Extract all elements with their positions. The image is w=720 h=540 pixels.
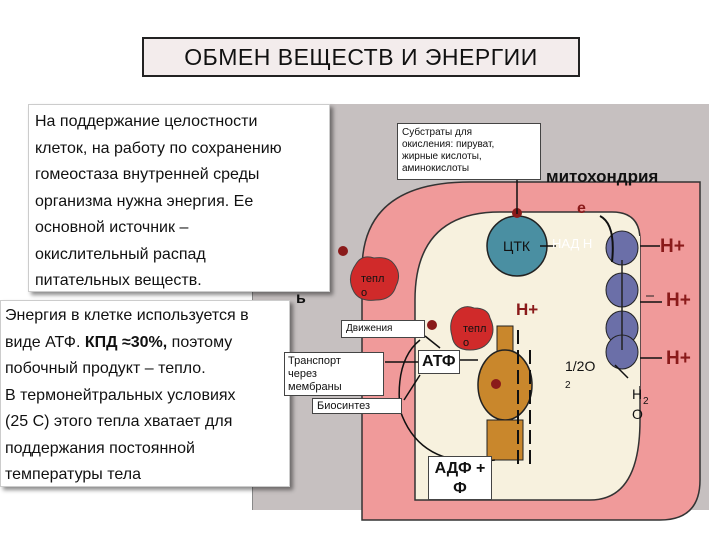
efficiency-text: КПД ≈30%, [84,333,168,351]
atp-line-2: виде АТФ. КПД ≈30%, поэтому [5,330,289,357]
movement-label: Движения [346,323,393,334]
transport-line-1: Транспорт [288,355,341,367]
atp-line-3: побочный продукт – тепло. [5,360,206,377]
tca-label: ЦТК [503,238,531,254]
substrates-line-1: Субстраты для [402,127,473,138]
atp-box: АТФ [418,350,460,374]
intro-line-4: организма нужна энергия. Ее [35,192,254,210]
page-title: ОБМЕН ВЕЩЕСТВ И ЭНЕРГИИ [142,37,580,77]
biosynthesis-box: Биосинтез [312,398,402,414]
atp-to-biosynth-line [403,374,421,401]
heat-blob-2 [450,306,494,351]
transport-box: Транспорт через мембраны [284,352,384,396]
water-o-label: О [632,406,643,422]
heat-label-1: тепл о [361,272,384,300]
complex-1 [605,230,639,266]
proton-label-4: Н+ [516,300,539,319]
atp-synthase-head [477,349,533,421]
electron-label: е [577,200,586,217]
half-o2-subscript: 2 [565,380,571,391]
atp-line-1: Энергия в клетке используется в [5,307,249,324]
atp-text-box: Энергия в клетке используется в виде АТФ… [0,300,290,487]
heat-1-line-b: о [361,287,368,299]
atp-line-4: В термонейтральных условиях [5,386,236,404]
intro-text-box: На поддержание целостности клеток, на ра… [28,104,330,292]
adp-line-a: АДФ + [434,460,486,477]
heat-blob-1 [350,256,400,301]
substrates-line-2: окисления: пируват, [402,139,495,150]
intro-line-1: На поддержание целостности [35,113,258,130]
mitochondria-matrix [414,211,641,501]
atp-line-6: поддержания постоянной [5,439,195,457]
mitochondria-label: митохондрия [546,167,659,186]
intro-line-2: клеток, на работу по сохранению [35,139,282,157]
substrates-box: Субстраты для окисления: пируват, жирные… [397,123,541,180]
substrates-line-3: жирные кислоты, [402,151,482,162]
intro-line-3: гомеостаза внутренней среды [35,166,260,183]
atp-label: АТФ [422,353,456,370]
intro-line-5: основной источник – [35,219,189,236]
heat-dot-1 [338,246,348,256]
proton-label-2: Н+ [666,290,691,311]
heat-1-line-a: тепл [361,273,385,285]
atp-line-2c: поэтому [167,333,233,351]
o2-arrow [614,364,629,379]
heat-2-line-a: тепл [463,323,487,335]
substrates-line-4: аминокислоты [402,163,470,174]
heat-2-line-b: о [463,337,470,349]
intro-line-6: окислительный распад [35,245,206,263]
heat-dot-2 [427,320,437,330]
adp-line-b: Ф [453,480,467,497]
atp-to-movement-line [424,335,441,349]
biosynthesis-label: Биосинтез [317,400,371,412]
nadh-label: НАД Н [552,236,593,251]
water-h-label: Н [632,386,643,402]
title-text: ОБМЕН ВЕЩЕСТВ И ЭНЕРГИИ [184,43,538,70]
transport-line-2: через [288,368,317,380]
half-o2-label: 1/2О [565,358,596,374]
water-subscript: 2 [643,396,649,407]
proton-label-3: Н+ [666,348,691,369]
atp-line-7: температуры тела [5,466,141,483]
partial-letter: ь [296,290,306,307]
intro-line-7: питательных веществ. [35,272,202,289]
atp-synthase-dot [491,379,501,389]
transport-line-3: мембраны [288,381,342,393]
heat-label-2: тепл о [463,322,486,350]
adp-box: АДФ + Ф [428,456,492,500]
electron-arrow [599,215,614,263]
movement-box: Движения [341,320,425,338]
atp-line-2a: виде АТФ. [5,333,85,351]
atp-line-5: (25 С) этого тепла хватает для [5,413,233,430]
proton-label-1: Н+ [660,236,685,257]
